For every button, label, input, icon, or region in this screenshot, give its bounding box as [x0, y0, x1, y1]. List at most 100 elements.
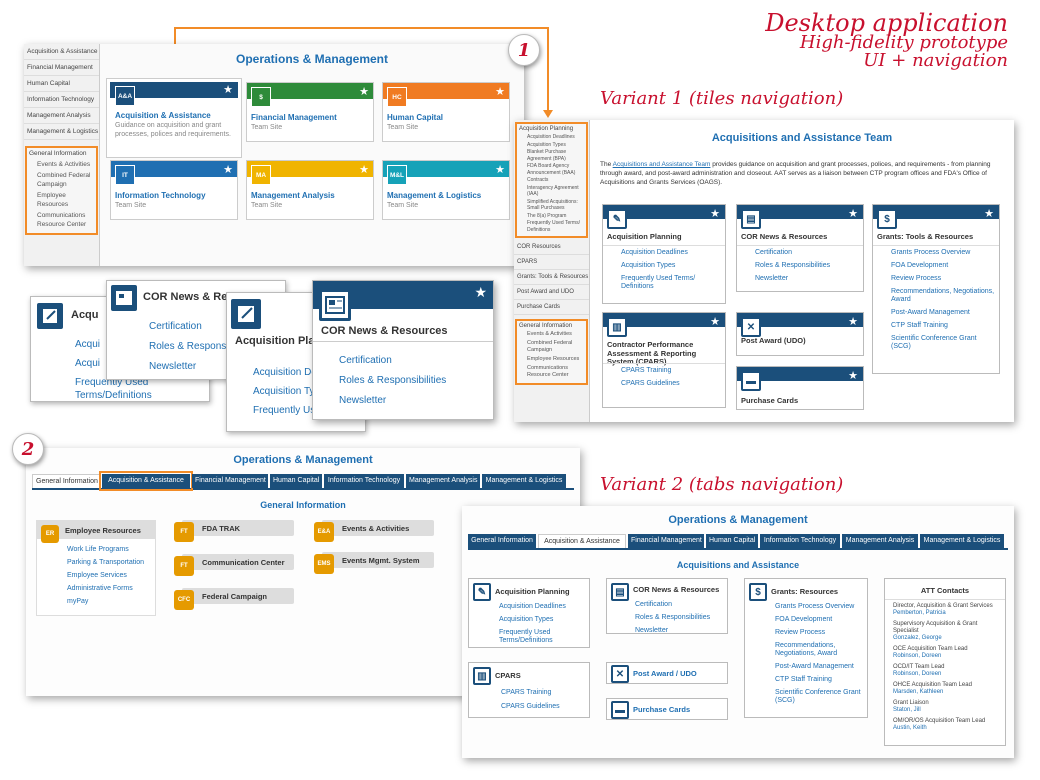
tab-management-logistics[interactable]: Management & Logistics	[482, 474, 566, 488]
card-link[interactable]: Recommendations, Negotiations, Award	[775, 642, 838, 657]
sidebar-item[interactable]: Purchase Cards	[514, 300, 589, 315]
sidebar-item[interactable]: Human Capital	[24, 76, 99, 92]
star-icon[interactable]: ★	[710, 316, 720, 328]
sidebar-subitem[interactable]: Communications Resource Center	[37, 212, 87, 228]
sidebar-item[interactable]: CPARS	[514, 255, 589, 270]
zoom-link[interactable]: Newsletter	[149, 361, 197, 372]
contact-name[interactable]: Gonzalez, George	[893, 635, 942, 641]
er-link[interactable]: Parking & Transportation	[67, 559, 145, 566]
sidebar-item[interactable]: Information Technology	[24, 92, 99, 108]
sidebar-subitem[interactable]: The 8(a) Program	[527, 212, 567, 219]
contact-name[interactable]: Robinson, Doreen	[893, 671, 942, 677]
sidebar-item[interactable]: Management Analysis	[24, 108, 99, 124]
card-link[interactable]: Acquisition Types	[621, 262, 676, 269]
star-icon[interactable]: ★	[710, 208, 720, 220]
card-link[interactable]: Newsletter	[635, 627, 669, 634]
sidebar-subitem[interactable]: Interagency Agreement (IAA)	[527, 184, 579, 198]
card-link[interactable]: Certification	[755, 249, 792, 256]
sidebar-item[interactable]: Financial Management	[24, 60, 99, 76]
card-link[interactable]: Grants Process Overview	[775, 603, 855, 610]
sidebar-subitem[interactable]: Communications Resource Center	[527, 365, 569, 378]
sidebar-item[interactable]: Acquisition & Assistance	[24, 44, 99, 60]
card-link[interactable]: Roles & Responsibilities	[755, 262, 831, 269]
card-link[interactable]: CPARS Training	[621, 367, 672, 374]
sidebar-subitem[interactable]: Combined Federal Campaign	[37, 172, 91, 188]
er-link[interactable]: Work Life Programs	[67, 546, 129, 553]
star-icon[interactable]: ★	[495, 164, 505, 176]
er-link[interactable]: Administrative Forms	[67, 585, 133, 592]
card-link[interactable]: Recommendations, Negotiations, Award	[891, 288, 995, 303]
card-link[interactable]: Scientific Conference Grant (SCG)	[775, 689, 861, 704]
card-link[interactable]: Review Process	[891, 275, 942, 282]
card-link[interactable]: CPARS Training	[501, 689, 552, 696]
sidebar-subitem[interactable]: Employee Resources	[527, 356, 580, 362]
star-icon[interactable]: ★	[848, 316, 858, 328]
sidebar-subitem[interactable]: Acquisition Types	[527, 141, 566, 148]
tab-general-information[interactable]: General Information	[468, 534, 536, 548]
star-icon[interactable]: ★	[359, 86, 369, 98]
sidebar-subitem[interactable]: Events & Activities	[527, 331, 572, 337]
card-link[interactable]: Newsletter	[755, 275, 789, 282]
card-link[interactable]: CPARS Guidelines	[501, 703, 560, 710]
zoom-link[interactable]: Acquisition Deadlines	[253, 367, 349, 378]
card-link[interactable]: Acquisition Types	[499, 616, 554, 623]
tab-financial-management[interactable]: Financial Management	[192, 474, 268, 488]
tab-information-technology[interactable]: Information Technology	[324, 474, 404, 488]
zoom-link[interactable]: Certification	[149, 321, 202, 332]
sidebar-subitem[interactable]: Events & Activities	[37, 161, 91, 168]
contact-name[interactable]: Marsden, Kathleen	[893, 689, 944, 695]
tab-acquisition-assistance[interactable]: Acquisition & Assistance	[99, 471, 193, 491]
star-icon[interactable]: ★	[223, 84, 233, 96]
tab-financial-management[interactable]: Financial Management	[628, 534, 704, 548]
sidebar-item[interactable]: COR Resources	[514, 240, 589, 255]
er-link[interactable]: myPay	[67, 598, 89, 605]
tab-human-capital[interactable]: Human Capital	[270, 474, 322, 488]
sidebar-head[interactable]: Acquisition Planning	[519, 126, 574, 132]
star-icon[interactable]: ★	[223, 164, 233, 176]
card-link[interactable]: Certification	[635, 601, 672, 608]
sidebar-subitem[interactable]: Frequently Used Terms/ Definitions	[527, 220, 580, 233]
card-link[interactable]: Post-Award Management	[891, 309, 970, 316]
sidebar-gi-head[interactable]: General Information	[29, 150, 87, 157]
sidebar-subitem[interactable]: Acquisition Deadlines	[527, 134, 575, 140]
sidebar-subitem[interactable]: Combined Federal Campaign	[527, 340, 573, 353]
star-icon[interactable]: ★	[474, 284, 487, 300]
star-icon[interactable]: ★	[495, 86, 505, 98]
sidebar-gi-head[interactable]: General Information	[519, 323, 573, 329]
zoom-link[interactable]: Newsletter	[339, 395, 387, 406]
sidebar-subitem[interactable]: Blanket Purchase Agreement (BPA)	[527, 149, 567, 162]
contact-name[interactable]: Robinson, Doreen	[893, 653, 942, 659]
zoom-link[interactable]: Roles & Responsibilities	[149, 341, 257, 352]
star-icon[interactable]: ★	[359, 164, 369, 176]
tab-management-analysis[interactable]: Management Analysis	[406, 474, 480, 488]
tab-general-information[interactable]: General Information	[32, 474, 100, 488]
er-link[interactable]: Employee Services	[67, 572, 127, 579]
card-link[interactable]: CPARS Guidelines	[621, 380, 680, 387]
zoom-link[interactable]: Roles & Responsibilities	[339, 375, 447, 386]
sidebar-subitem[interactable]: Employee Resources	[37, 192, 69, 208]
sidebar-item[interactable]: Management & Logistics	[24, 124, 99, 140]
tab-management-analysis[interactable]: Management Analysis	[842, 534, 918, 548]
sidebar-subitem[interactable]: Simplified Acquisitions: Small Purchases	[527, 198, 578, 212]
card-link[interactable]: Frequently Used Terms/Definitions	[499, 629, 553, 644]
card-link[interactable]: FOA Development	[775, 616, 833, 623]
post-award-card[interactable]: ✕ Post Award / UDO	[606, 662, 728, 684]
zoom-link[interactable]: Certification	[339, 355, 392, 366]
card-link[interactable]: Acquisition Deadlines	[499, 603, 566, 610]
tab-information-technology[interactable]: Information Technology	[760, 534, 840, 548]
zoom-link[interactable]: Acquisition Types	[253, 386, 331, 397]
card-link[interactable]: Scientific Conference Grant (SCG)	[891, 335, 977, 350]
card-link[interactable]: Post-Award Management	[775, 663, 854, 670]
contact-name[interactable]: Austin, Keith	[893, 725, 927, 731]
intro-link[interactable]: Acquisitions and Assistance Team	[612, 161, 711, 168]
